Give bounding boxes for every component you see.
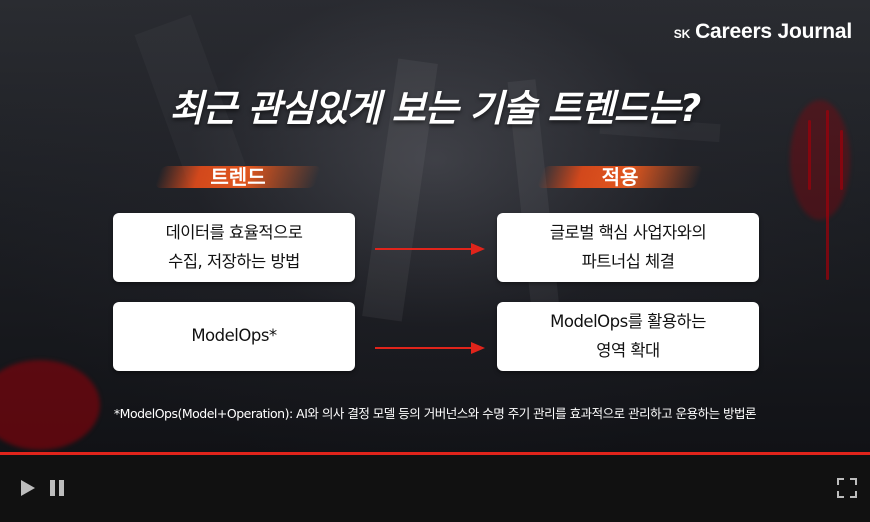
fullscreen-icon: [837, 478, 857, 498]
fullscreen-button[interactable]: [834, 475, 860, 501]
blood-drip-decoration: [840, 130, 843, 190]
play-button[interactable]: [16, 477, 38, 499]
video-frame[interactable]: SK Careers Journal 최근 관심있게 보는 기술 트렌드는? 트…: [0, 0, 870, 455]
card-line: 데이터를 효율적으로: [165, 223, 303, 243]
column-label-text: 트렌드: [210, 164, 266, 189]
trend-card: 데이터를 효율적으로 수집, 저장하는 방법: [113, 213, 355, 282]
card-line: 영역 확대: [596, 340, 660, 360]
card-line: 수집, 저장하는 방법: [168, 251, 300, 271]
brand-name: Careers Journal: [695, 20, 852, 43]
pause-button[interactable]: [46, 477, 68, 499]
pause-icon: [50, 480, 64, 496]
card-line: 글로벌 핵심 사업자와의: [549, 223, 707, 243]
card-line: ModelOps*: [191, 326, 277, 346]
column-label-text: 적용: [601, 164, 639, 189]
blood-splatter-decoration: [0, 360, 100, 450]
progress-bar[interactable]: [0, 452, 870, 455]
application-card: ModelOps를 활용하는 영역 확대: [497, 302, 759, 371]
footnote: *ModelOps(Model+Operation): AI와 의사 결정 모델…: [113, 406, 757, 421]
card-line: 파트너십 체결: [581, 251, 675, 271]
blood-drip-decoration: [826, 110, 829, 280]
arrow-right-icon: [375, 243, 485, 255]
arrow-right-icon: [375, 342, 485, 354]
play-icon: [21, 480, 35, 496]
application-card: 글로벌 핵심 사업자와의 파트너십 체결: [497, 213, 759, 282]
slide-title: 최근 관심있게 보는 기술 트렌드는?: [169, 87, 702, 130]
progress-fill: [0, 452, 870, 455]
column-label-trend: 트렌드: [154, 158, 322, 192]
column-label-application: 적용: [536, 158, 704, 192]
brand-logo: SK Careers Journal: [674, 20, 852, 44]
card-line: ModelOps를 활용하는: [550, 312, 706, 332]
brand-prefix: SK: [673, 27, 691, 41]
player-controls: [0, 455, 870, 522]
blood-drip-decoration: [808, 120, 811, 190]
trend-card: ModelOps*: [113, 302, 355, 371]
